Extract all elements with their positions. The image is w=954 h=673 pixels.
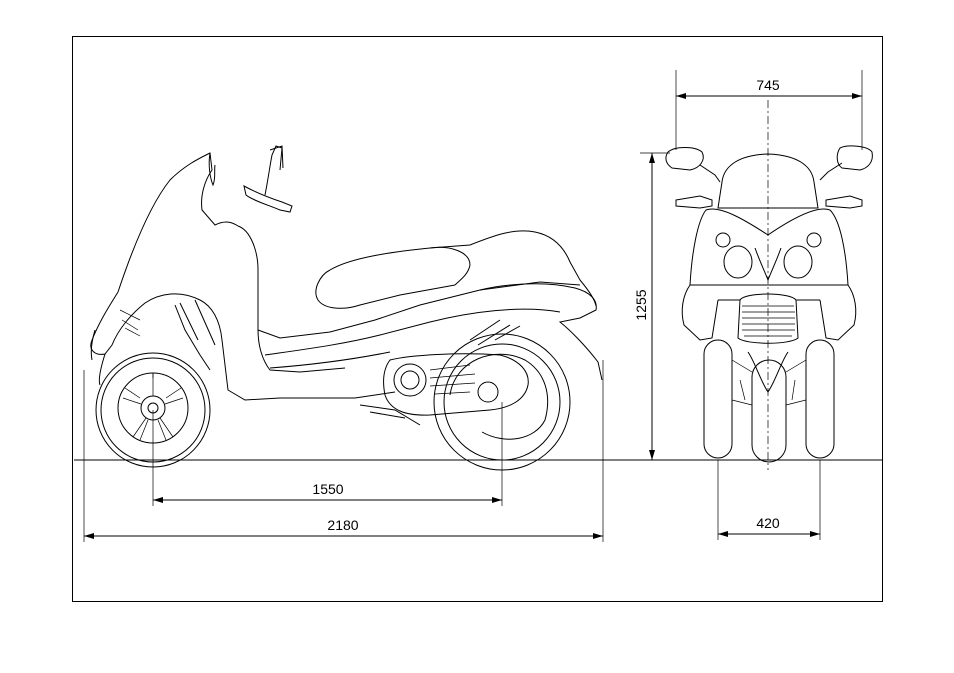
handlebar bbox=[244, 146, 292, 212]
overall-height-label: 1255 bbox=[633, 289, 649, 320]
front-track-label: 420 bbox=[756, 515, 780, 531]
left-mirror bbox=[666, 148, 703, 171]
front-wheel-right bbox=[806, 340, 834, 458]
mirror-width-label: 745 bbox=[756, 77, 780, 93]
front-shield bbox=[91, 292, 395, 400]
front-wheel-left bbox=[704, 340, 732, 458]
windscreen bbox=[118, 153, 238, 292]
wheelbase-label: 1550 bbox=[312, 481, 343, 497]
overall-length-label: 2180 bbox=[327, 517, 358, 533]
right-mirror bbox=[837, 146, 872, 170]
floorboard bbox=[258, 282, 580, 338]
left-headlight bbox=[724, 246, 752, 278]
rear-wheel-center bbox=[752, 360, 786, 462]
right-headlight bbox=[784, 246, 812, 278]
side-view-scooter bbox=[91, 146, 602, 470]
legshield bbox=[238, 226, 345, 372]
front-view-scooter bbox=[666, 146, 872, 462]
